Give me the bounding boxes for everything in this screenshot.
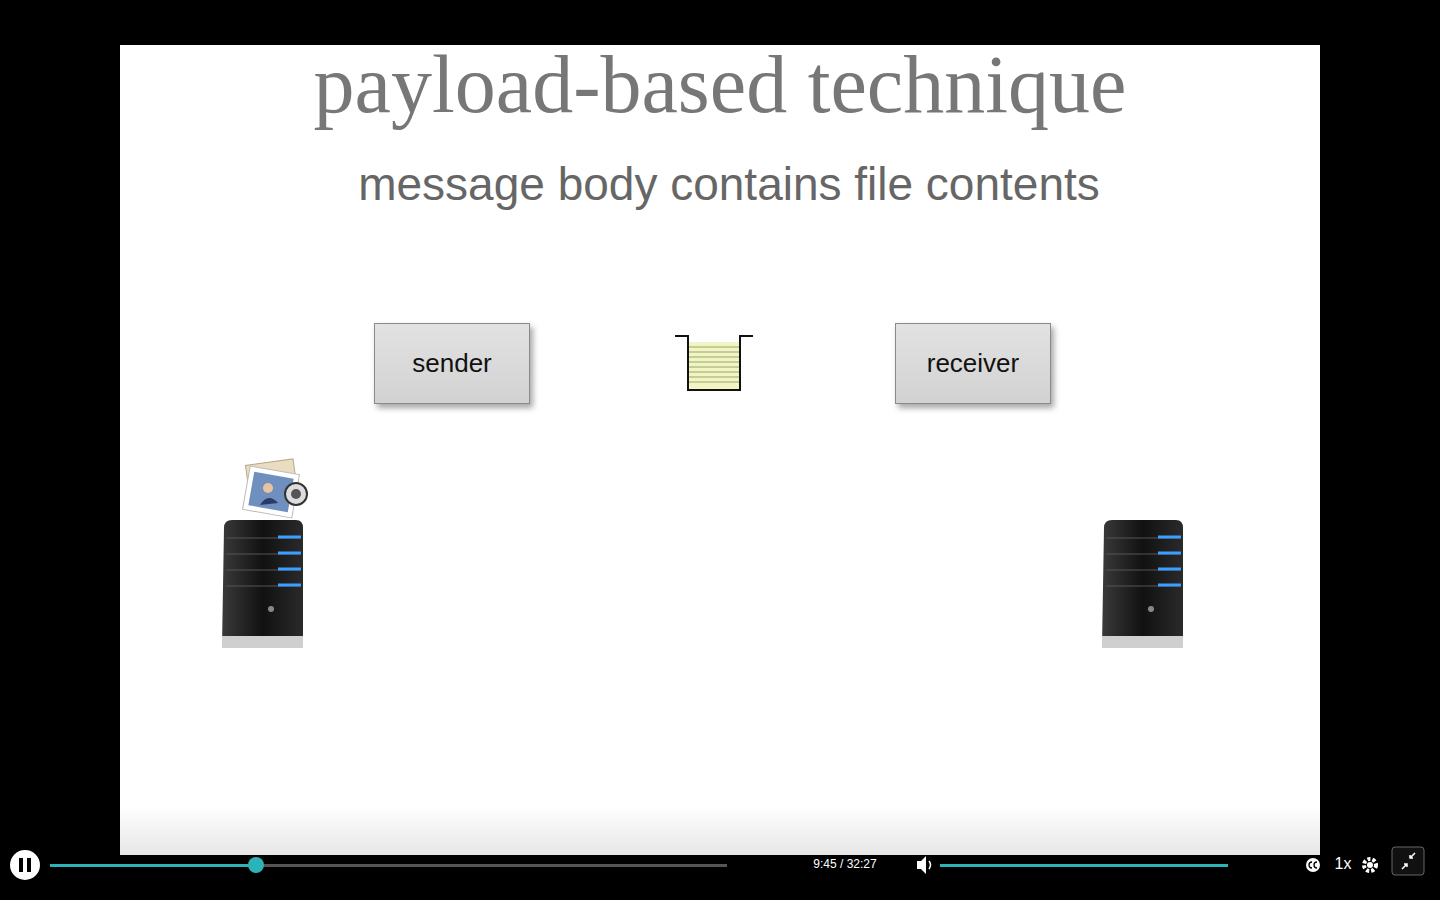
slide-subtitle: message body contains file contents (358, 157, 1100, 211)
speed-button: 1x (1335, 855, 1352, 873)
slide-title: payload-based technique (314, 38, 1127, 132)
server-icon (222, 520, 303, 648)
process-box: sender (374, 323, 530, 404)
queue-icon (675, 336, 753, 390)
player-controls (10, 847, 1424, 880)
server-icon (1102, 520, 1183, 648)
process-box: receiver (895, 323, 1051, 404)
box-label: receiver (927, 348, 1019, 379)
time-display: 9:45 / 32:27 (813, 857, 876, 871)
box-label: sender (412, 348, 492, 379)
photo-icon (243, 459, 307, 518)
